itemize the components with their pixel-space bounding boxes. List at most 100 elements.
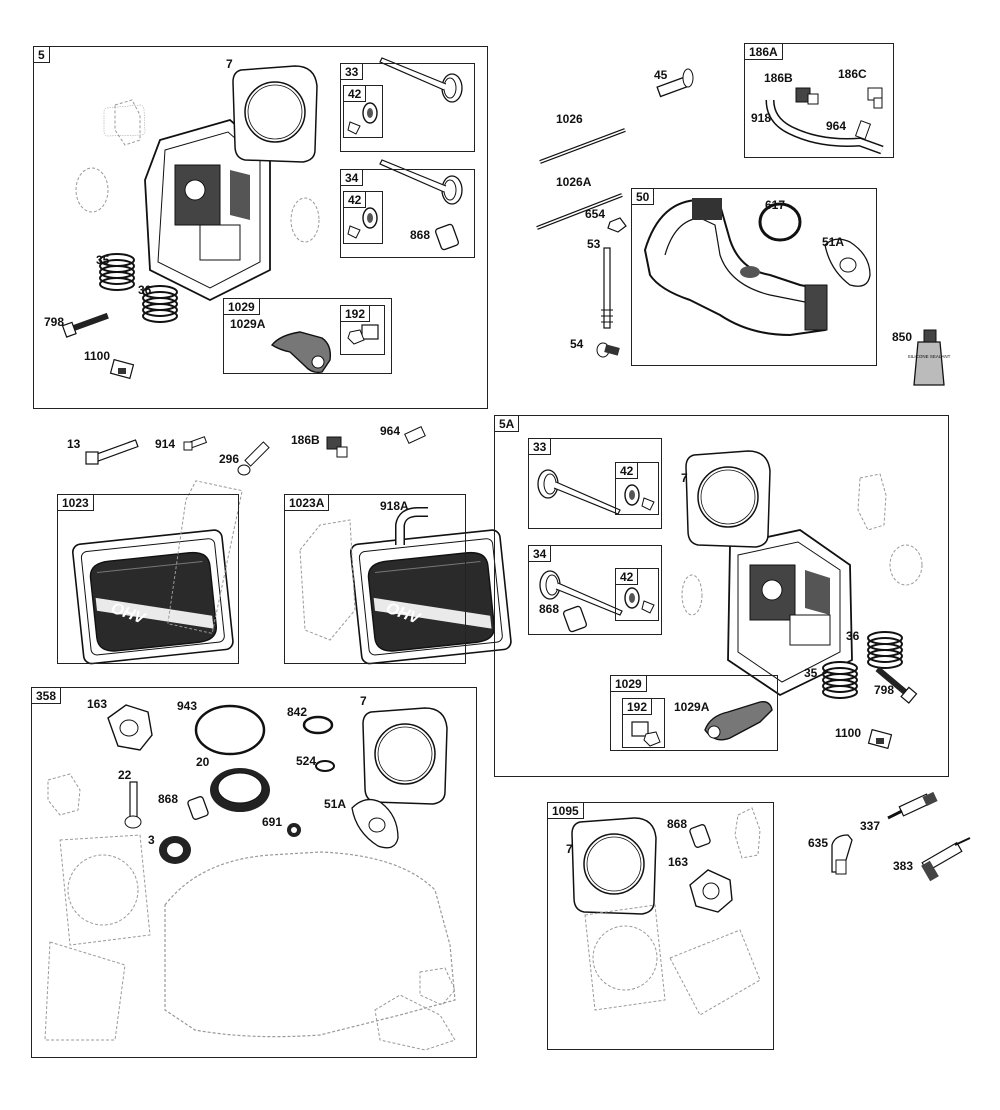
part-label: 868 — [410, 228, 431, 242]
subgroup-box-42: 42 — [615, 462, 659, 515]
port-gasket-icon — [857, 473, 887, 531]
part-label: 918 — [751, 111, 772, 125]
bolt-icon — [183, 436, 208, 451]
part-label: 13 — [67, 437, 81, 451]
group-358 — [44, 704, 456, 1051]
group-5 — [61, 57, 463, 380]
part-label: 1100 — [84, 349, 111, 363]
port-gasket-icon — [114, 99, 141, 146]
spark-plug-boot-icon — [831, 834, 853, 875]
subgroup-box-192: 192 — [622, 698, 665, 748]
subgroup-box-192: 192 — [340, 305, 385, 355]
part-label: 35 — [804, 666, 818, 680]
part-label: 943 — [177, 699, 198, 713]
part-label: 53 — [587, 237, 601, 251]
seal-icon — [159, 836, 191, 864]
sealant-label: SILICONE SEALANT — [908, 354, 951, 359]
part-label: 7 — [360, 694, 367, 708]
breather-gasket-icon — [374, 994, 456, 1051]
part-label: 524 — [296, 754, 317, 768]
part-label: 337 — [860, 819, 881, 833]
breather-tube-icon — [765, 99, 884, 155]
elbow-fitting-icon — [795, 87, 819, 105]
group-5a — [537, 450, 923, 750]
part-label: 7 — [226, 57, 233, 71]
spark-plug-icon — [887, 791, 938, 820]
valve-lifter-icon — [656, 68, 694, 98]
part-label: 868 — [667, 817, 688, 831]
part-label: 3 — [148, 833, 155, 847]
part-label: 654 — [585, 207, 606, 221]
subgroup-tag: 42 — [343, 85, 367, 102]
subgroup-tag: 1029 — [223, 298, 260, 315]
part-label: 964 — [380, 424, 401, 438]
part-label: 617 — [765, 198, 786, 212]
part-label: 296 — [219, 452, 240, 466]
group-tag: 5A — [494, 415, 520, 432]
subgroup-box-34: 34 — [528, 545, 662, 635]
part-label: 1029A — [230, 317, 266, 331]
elbow-fitting-icon — [326, 436, 348, 458]
port-gasket-icon — [734, 807, 761, 859]
subgroup-box-1029: 1029 — [610, 675, 778, 751]
rubber-plug-icon — [854, 120, 872, 140]
subgroup-tag: 1029 — [610, 675, 647, 692]
cover-gasket-icon — [167, 480, 243, 634]
group-box-5a: 5A — [494, 415, 949, 777]
subgroup-tag: 33 — [528, 438, 552, 455]
intake-gasket-icon — [681, 574, 703, 616]
group-box-1023a: 1023A — [284, 494, 466, 664]
group-tag: 50 — [631, 188, 655, 205]
part-label: 918A — [380, 499, 409, 513]
part-label: 163 — [87, 697, 108, 711]
part-label: 964 — [826, 119, 847, 133]
valve-retainer-icon — [347, 102, 378, 135]
group-box-358: 358 — [31, 687, 477, 1058]
group-tag: 1023A — [284, 494, 330, 511]
o-ring-icon — [194, 704, 266, 756]
rocker-arm-icon — [704, 700, 773, 741]
breather-stud-icon — [237, 441, 270, 476]
group-tag: 1095 — [547, 802, 584, 819]
group-box-50: 50 — [631, 188, 877, 366]
part-label: 1029A — [674, 700, 710, 714]
sealant-tube-icon: SILICONE SEALANT — [908, 329, 951, 386]
seal-icon — [210, 768, 270, 812]
part-label: 51A — [822, 235, 845, 249]
subgroup-tag: 192 — [622, 698, 653, 715]
part-label: 691 — [262, 815, 283, 829]
subgroup-tag: 42 — [615, 568, 639, 585]
part-label: 868 — [539, 602, 560, 616]
cylinder-head-icon — [727, 529, 853, 697]
port-gasket-icon — [419, 967, 456, 1006]
group-tag: 5 — [33, 46, 50, 63]
part-label: 798 — [874, 683, 895, 697]
rocker-nut-icon — [109, 358, 135, 380]
part-label: 186B — [291, 433, 320, 447]
part-label: 383 — [893, 859, 914, 873]
manifold-gasket-icon — [824, 238, 871, 287]
part-label: 54 — [570, 337, 584, 351]
o-ring-icon — [302, 715, 334, 735]
subgroup-box-1029: 1029 — [223, 298, 392, 374]
group-tag: 1023 — [57, 494, 94, 511]
part-label: 1026 — [556, 112, 583, 126]
part-label: 1100 — [835, 726, 862, 740]
group-box-5: 5 — [33, 46, 488, 409]
port-gasket-icon — [689, 869, 733, 913]
part-label: 163 — [668, 855, 689, 869]
rocker-pivot-icon — [631, 721, 661, 747]
group-tag: 186A — [744, 43, 783, 60]
subgroup-box-33: 33 — [528, 438, 662, 529]
part-label: 51A — [324, 797, 347, 811]
part-label: 186C — [838, 67, 867, 81]
seal-icon — [287, 823, 301, 837]
subgroup-tag: 42 — [615, 462, 639, 479]
valve-retainer-icon — [347, 207, 378, 239]
subgroup-box-42: 42 — [615, 568, 659, 621]
o-ring-icon — [315, 760, 335, 772]
head-gasket-outline-icon — [584, 904, 666, 1011]
rocker-nut-icon — [867, 728, 893, 750]
subgroup-tag: 33 — [340, 63, 364, 80]
